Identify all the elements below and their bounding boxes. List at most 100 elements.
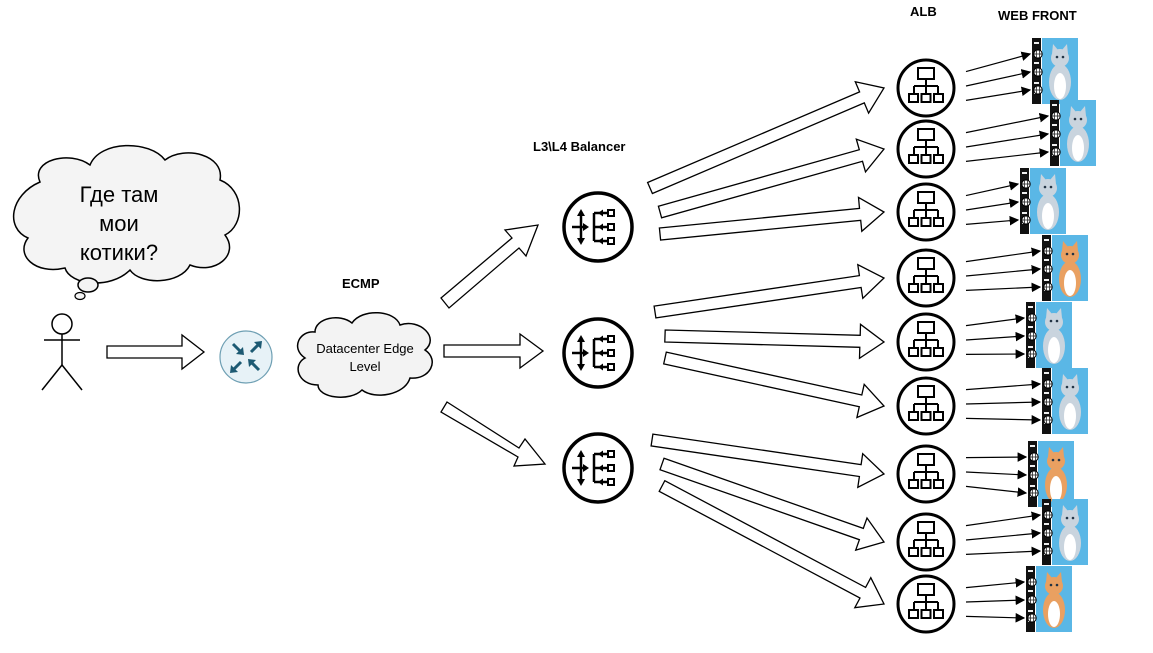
- alb-icon-6: [896, 376, 956, 436]
- alb-column: [896, 58, 956, 634]
- cat-icon: [1052, 499, 1088, 565]
- globe-icon: [1027, 577, 1037, 587]
- l3l4-balancer-label: L3\L4 Balancer: [533, 139, 626, 154]
- globe-icon: [1021, 215, 1031, 225]
- web-front-server-5: [1026, 302, 1072, 368]
- arrow-alb-web: [965, 69, 1032, 87]
- globe-icon: [1029, 452, 1039, 462]
- globe-icon: [1043, 379, 1053, 389]
- alb-icon-8: [896, 512, 956, 572]
- arrow-alb-web: [965, 546, 1042, 557]
- arrow-alb-web: [965, 595, 1026, 606]
- cat-icon: [1042, 38, 1078, 104]
- globe-icon: [1051, 129, 1061, 139]
- arrow-alb-web: [965, 379, 1042, 391]
- cat-icon: [1030, 168, 1066, 234]
- arrow-alb-web: [965, 247, 1042, 263]
- router-icon: [219, 330, 273, 384]
- arrow-alb-web: [965, 215, 1020, 226]
- globe-icon: [1029, 470, 1039, 480]
- arrow-alb-web: [965, 511, 1042, 527]
- globe-icon: [1033, 85, 1043, 95]
- globe-icon: [1021, 179, 1031, 189]
- web-front-column: [1020, 38, 1096, 632]
- cloud-text: Datacenter Edge Level: [300, 340, 430, 376]
- cat-icon: [1060, 100, 1096, 166]
- globe-icon: [1033, 67, 1043, 77]
- globe-icon: [1043, 246, 1053, 256]
- arrow-alb-web: [965, 86, 1032, 101]
- alb-label: ALB: [910, 4, 937, 19]
- cat-icon: [1052, 235, 1088, 301]
- arrow-edge-lb1: [440, 224, 540, 309]
- arrow-fanout-7: [659, 457, 886, 552]
- globe-icon: [1051, 111, 1061, 121]
- web-front-label: WEB FRONT: [998, 8, 1077, 23]
- globe-icon: [1029, 488, 1039, 498]
- arrow-alb-web: [965, 265, 1042, 277]
- arrow-alb-web: [965, 51, 1032, 73]
- web-front-server-2: [1050, 100, 1096, 166]
- arrow-fanout-6: [650, 433, 886, 489]
- web-front-server-3: [1020, 168, 1066, 234]
- thought-line-3: котики?: [79, 240, 159, 265]
- l3l4-balancer-2-icon: [562, 317, 634, 389]
- arrow-fanout-1: [657, 138, 886, 219]
- flow-arrows-alb: [646, 80, 886, 609]
- arrow-alb-web: [965, 331, 1026, 342]
- alb-icon-9: [896, 574, 956, 634]
- arrow-alb-web: [965, 148, 1050, 162]
- globe-icon: [1021, 197, 1031, 207]
- globe-icon: [1027, 613, 1037, 623]
- person-icon: [41, 313, 83, 391]
- flow-arrows-main: [106, 224, 547, 467]
- cat-icon: [1052, 368, 1088, 434]
- globe-icon: [1027, 331, 1037, 341]
- arrow-alb-web: [965, 282, 1042, 293]
- arrow-alb-web: [965, 469, 1028, 480]
- cat-icon: [1038, 441, 1074, 507]
- arrow-fanout-8: [658, 479, 885, 609]
- arrow-edge-lb2: [443, 332, 545, 370]
- arrow-alb-web: [965, 198, 1020, 211]
- arrow-alb-web: [965, 314, 1026, 327]
- globe-icon: [1033, 49, 1043, 59]
- arrow-user-router: [106, 333, 206, 371]
- arrow-alb-web: [965, 181, 1020, 197]
- cat-icon: [1036, 302, 1072, 368]
- globe-icon: [1051, 147, 1061, 157]
- globe-icon: [1043, 264, 1053, 274]
- web-front-server-4: [1042, 235, 1088, 301]
- arrow-fanout-3: [653, 263, 886, 319]
- arrow-alb-web: [965, 612, 1026, 623]
- l3l4-balancer-3-icon: [562, 432, 634, 504]
- alb-icon-5: [896, 312, 956, 372]
- thought-line-1: Где там: [79, 182, 159, 207]
- globe-icon: [1027, 349, 1037, 359]
- web-front-server-6: [1042, 368, 1088, 434]
- alb-icon-4: [896, 248, 956, 308]
- arrow-alb-web: [965, 130, 1050, 148]
- globe-icon: [1043, 546, 1053, 556]
- datacenter-edge-cloud: [296, 311, 433, 398]
- arrow-fanout-0: [646, 80, 886, 195]
- web-front-server-7: [1028, 441, 1074, 507]
- arrow-fanout-2: [658, 196, 886, 241]
- web-front-server-9: [1026, 566, 1072, 632]
- globe-icon: [1043, 397, 1053, 407]
- arrow-alb-web: [965, 112, 1050, 134]
- arrow-alb-web: [965, 415, 1042, 425]
- thought-line-2: мои: [99, 211, 139, 236]
- arrow-fanout-5: [662, 351, 886, 419]
- arrow-alb-web: [965, 452, 1028, 462]
- arrow-alb-web: [965, 578, 1026, 589]
- alb-icon-3: [896, 182, 956, 242]
- cloud-line-2: Level: [349, 359, 381, 374]
- globe-icon: [1027, 313, 1037, 323]
- arrow-edge-lb3: [440, 401, 547, 467]
- arrow-alb-web: [965, 397, 1042, 408]
- arrow-alb-web: [965, 485, 1028, 497]
- l3l4-balancer-1-icon: [562, 191, 634, 263]
- globe-icon: [1027, 595, 1037, 605]
- cloud-line-1: Datacenter Edge: [316, 341, 414, 356]
